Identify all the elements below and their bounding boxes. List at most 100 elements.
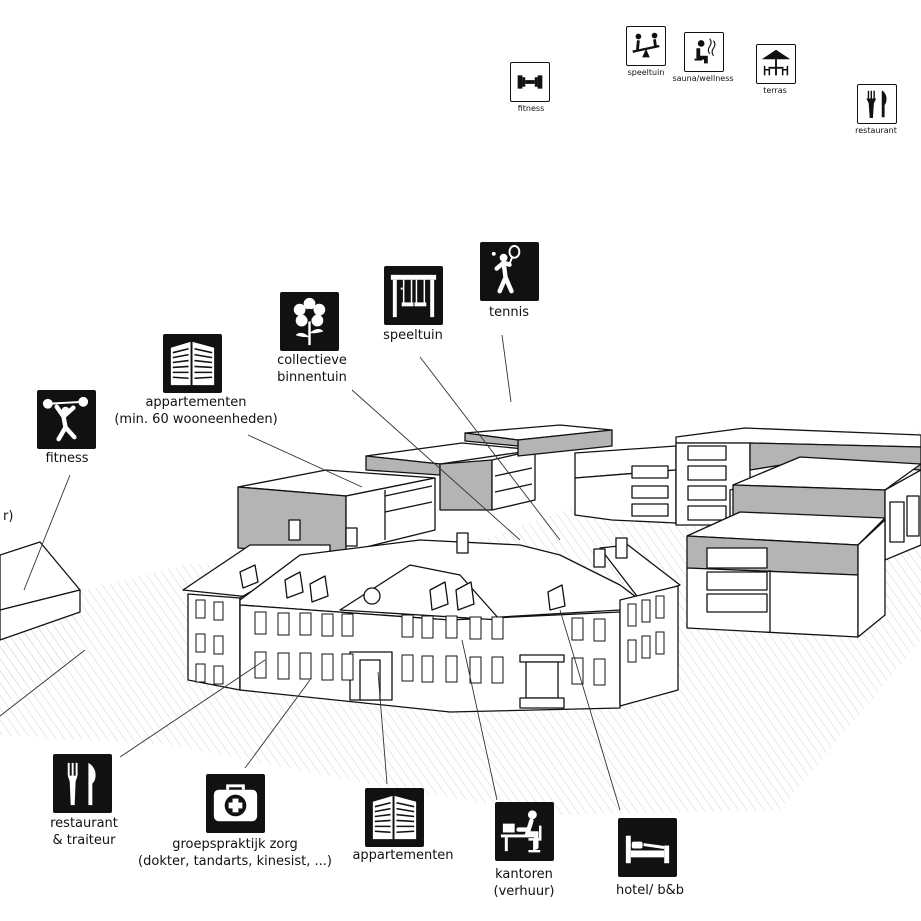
kantoren-label-line2: (verhuur)	[493, 884, 555, 899]
restaurant-label-line2: & traiteur	[52, 833, 116, 848]
restaurant-icon-box	[53, 754, 112, 813]
binnentuin-label: collectieve binnentuin	[277, 352, 347, 386]
chateau-window	[445, 655, 458, 683]
block-left-edge	[0, 541, 81, 641]
hatched-ground-left	[0, 612, 80, 700]
chateau	[182, 519, 681, 713]
block-back-left	[237, 469, 436, 556]
apartment-building-icon	[170, 341, 215, 386]
kantoren-label-line1: kantoren	[495, 867, 553, 882]
office-desk-icon	[500, 810, 542, 853]
block-middle	[365, 442, 536, 511]
weightlifter-icon	[42, 396, 89, 442]
chateau-window	[491, 656, 504, 684]
speeltuin-legend-icon	[626, 26, 666, 66]
speeltuin-label: speeltuin	[383, 328, 443, 343]
chateau-window	[277, 612, 290, 636]
first-aid-kit-icon	[213, 784, 258, 822]
binnentuin-label-line2: binnentuin	[277, 370, 347, 385]
chateau-window	[491, 616, 504, 640]
tennis-icon-box	[480, 242, 539, 301]
tennis-label: tennis	[489, 305, 529, 320]
hotel-label: hotel/ b&b	[615, 883, 685, 898]
chateau-window	[571, 657, 584, 685]
chateau-window	[299, 652, 312, 680]
restaurant-legend-label: restaurant	[855, 126, 897, 135]
chateau-window	[655, 631, 665, 655]
chateau-window	[254, 611, 267, 635]
fitness-legend-label: fitness	[517, 104, 545, 113]
zorg-label: groepspraktijk zorg (dokter, tandarts, k…	[138, 836, 332, 870]
chateau-window	[195, 599, 206, 619]
chateau-window	[401, 614, 414, 638]
chateau-window	[571, 617, 584, 641]
block-connector	[574, 445, 677, 524]
chateau-window	[277, 652, 290, 680]
restaurant-legend-icon	[857, 84, 897, 124]
chateau-window	[469, 656, 482, 684]
appartementen-top-label-line1: appartementen	[145, 395, 247, 410]
sauna-legend-label: sauna/wellness	[672, 74, 734, 83]
appartementen-bottom-icon-box	[365, 788, 424, 847]
kantoren-icon-box	[495, 802, 554, 861]
chateau-window	[213, 635, 224, 655]
fork-knife-icon	[866, 90, 887, 119]
chateau-window	[641, 599, 651, 623]
leader-lines	[0, 334, 621, 811]
swing-icon	[390, 274, 437, 318]
apartment-building-icon	[372, 795, 417, 840]
block-top-middle	[464, 424, 613, 457]
block-front-right-upper	[732, 456, 921, 561]
kantoren-label: kantoren (verhuur)	[493, 866, 554, 900]
chateau-window	[593, 618, 606, 642]
restaurant-label-line1: restaurant	[50, 816, 118, 831]
chateau-window	[421, 655, 434, 683]
fitness-icon-box	[37, 390, 96, 449]
chateau-window	[321, 613, 334, 637]
chateau-window	[195, 633, 206, 653]
dumbbell-icon	[517, 75, 543, 89]
chateau-window	[213, 601, 224, 621]
zorg-icon-box	[206, 774, 265, 833]
chateau-window	[627, 639, 637, 663]
flower-icon	[293, 297, 326, 346]
tennis-player-icon	[491, 244, 521, 294]
block-front-right-lower	[686, 511, 886, 638]
fitness-label: fitness	[45, 451, 89, 466]
zorg-label-line2: (dokter, tandarts, kinesist, ...)	[138, 854, 332, 869]
chateau-window	[627, 603, 637, 627]
seesaw-icon	[632, 32, 660, 58]
chateau-window	[341, 613, 354, 637]
chateau-windows	[195, 595, 665, 686]
zorg-label-line1: groepspraktijk zorg	[172, 837, 298, 852]
speeltuin-icon-box	[384, 266, 443, 325]
chateau-window	[321, 653, 334, 681]
chateau-window	[213, 665, 224, 685]
fork-knife-icon	[67, 762, 96, 806]
binnentuin-icon-box	[280, 292, 339, 351]
terras-legend-icon	[756, 44, 796, 84]
binnentuin-label-line1: collectieve	[277, 353, 347, 368]
appartementen-top-label-line2: (min. 60 wooneenheden)	[114, 412, 278, 427]
chateau-window	[401, 654, 414, 682]
sauna-legend-icon	[684, 32, 724, 72]
parasol-icon	[761, 49, 791, 76]
appartementen-top-icon-box	[163, 334, 222, 393]
left-cut-label: r)	[3, 509, 14, 524]
chateau-window	[445, 615, 458, 639]
chateau-window	[341, 653, 354, 681]
chateau-window	[254, 651, 267, 679]
chateau-window	[299, 612, 312, 636]
chateau-window	[641, 635, 651, 659]
chateau-window	[195, 663, 206, 683]
chateau-window	[655, 595, 665, 619]
bed-icon	[625, 835, 670, 864]
terras-legend-label: terras	[763, 86, 787, 95]
fitness-legend-icon	[510, 62, 550, 102]
speeltuin-legend-label: speeltuin	[627, 68, 665, 77]
hotel-icon-box	[618, 818, 677, 877]
chateau-window	[593, 658, 606, 686]
chateau-window	[421, 615, 434, 639]
